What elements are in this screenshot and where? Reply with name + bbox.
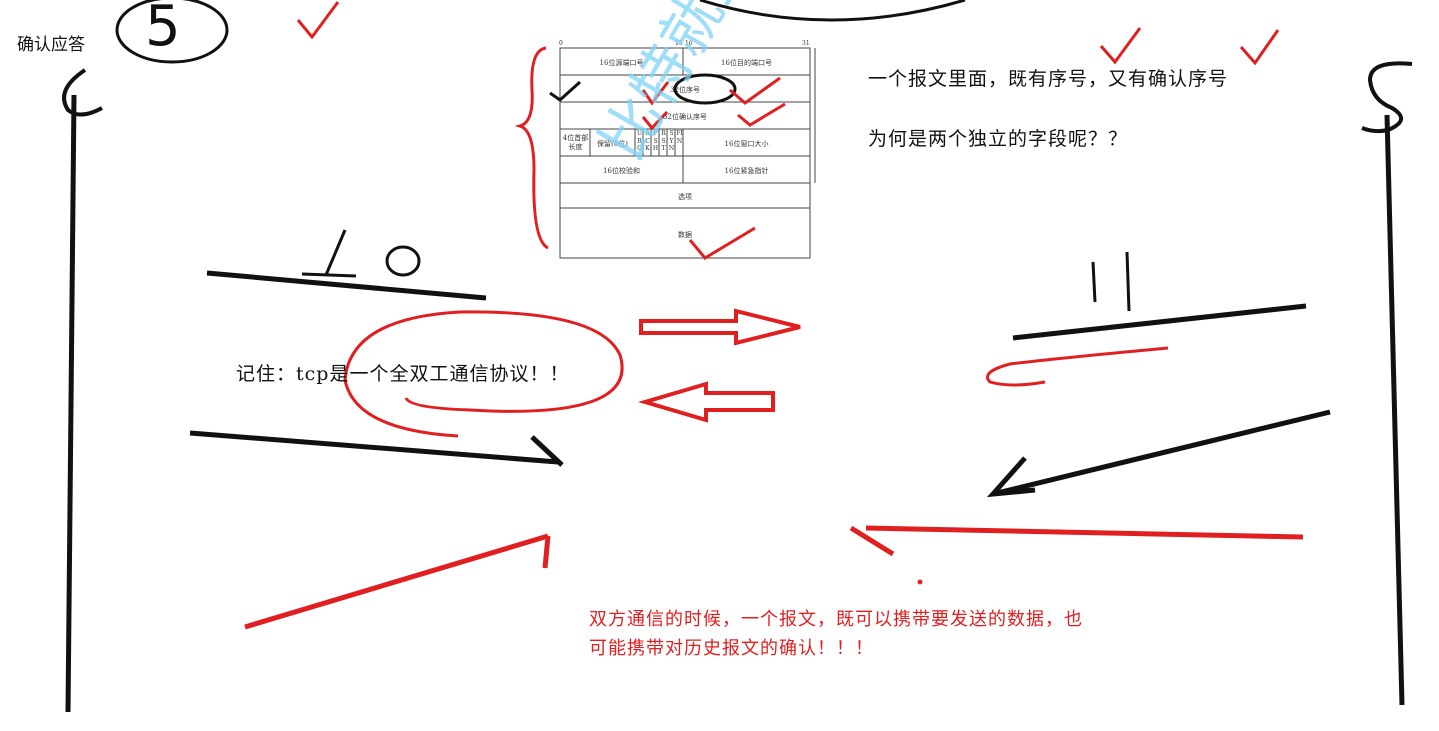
flag-psh: PSH	[652, 130, 659, 152]
check-icon	[688, 226, 756, 260]
field-reserved: 保留(6位)	[597, 140, 628, 148]
check-icon	[641, 110, 669, 131]
red-arrow-left	[849, 525, 1304, 557]
check-icon	[296, 1, 340, 40]
digit-zero-left	[385, 245, 421, 277]
black-arrow-left-to-right	[189, 430, 564, 467]
bit-31: 31	[802, 40, 810, 47]
digits-eleven-right	[1091, 251, 1131, 312]
page-title: 确认应答	[17, 35, 85, 55]
red-curved-arrow	[986, 346, 1169, 387]
field-urgent-pointer: 16位紧急指针	[724, 167, 769, 175]
flag-fin: FIN	[676, 130, 683, 145]
seq-circle	[673, 73, 737, 105]
flag-ack: ACK	[645, 130, 650, 152]
flag-rst: RST	[661, 130, 666, 152]
question-line-1: 一个报文里面，既有序号，又有确认序号	[868, 68, 1229, 90]
field-src-port: 16位源端口号	[599, 59, 644, 67]
red-arrow-up	[244, 533, 551, 630]
flag-urg: URG	[636, 130, 643, 152]
check-icon	[737, 102, 786, 127]
digit-one-left	[301, 229, 357, 278]
step-number: 5	[145, 0, 181, 59]
check-icon	[1099, 27, 1142, 65]
tcp-header-diagram: 0 15 16 31 16位源端口号 16位目的端口号 32位序号 32位确认序…	[558, 40, 820, 266]
field-options: 选项	[678, 193, 692, 201]
client-letter-curve	[62, 68, 103, 117]
tcp-header-grid	[559, 47, 816, 259]
brace-stroke	[514, 46, 549, 250]
red-dot	[917, 579, 923, 585]
explanation-line-2: 可能携带对历史报文的确认！！！	[589, 638, 874, 659]
bit-15: 15	[675, 40, 683, 47]
check-icon	[641, 81, 670, 106]
black-arrow-right-to-left	[986, 409, 1331, 498]
field-window: 16位窗口大小	[724, 140, 769, 148]
server-timeline	[1384, 114, 1405, 706]
full-duplex-note: 记住：tcp是一个全双工通信协议！！	[236, 363, 570, 385]
explanation-line-1: 双方通信的时候，一个报文，既可以携带要发送的数据，也	[589, 609, 1083, 630]
client-timeline	[65, 94, 77, 713]
question-line-2: 为何是两个独立的字段呢？？	[868, 128, 1129, 150]
segment-line-left	[206, 270, 487, 301]
field-checksum: 16位校验和	[603, 167, 640, 175]
flag-syn: SYN	[668, 130, 675, 152]
check-icon	[549, 80, 582, 102]
step-circle	[115, 0, 229, 64]
field-ack: 32位确认序号	[663, 113, 707, 121]
server-letter-curve	[1361, 61, 1413, 134]
check-icon	[1239, 29, 1280, 66]
check-icon	[729, 76, 781, 105]
highlight-ellipse	[343, 310, 624, 438]
bit-0: 0	[559, 40, 563, 47]
field-data: 数据	[678, 231, 692, 239]
field-dst-port: 16位目的端口号	[721, 59, 772, 67]
field-header-length: 4位首部长度	[562, 134, 589, 151]
segment-line-right	[1012, 303, 1307, 341]
send-arrow-outline	[639, 308, 801, 346]
reply-arrow-outline	[637, 381, 775, 423]
field-seq: 32位序号	[670, 86, 700, 94]
bit-16: 16	[685, 40, 693, 47]
top-arc-stroke	[699, 0, 966, 22]
